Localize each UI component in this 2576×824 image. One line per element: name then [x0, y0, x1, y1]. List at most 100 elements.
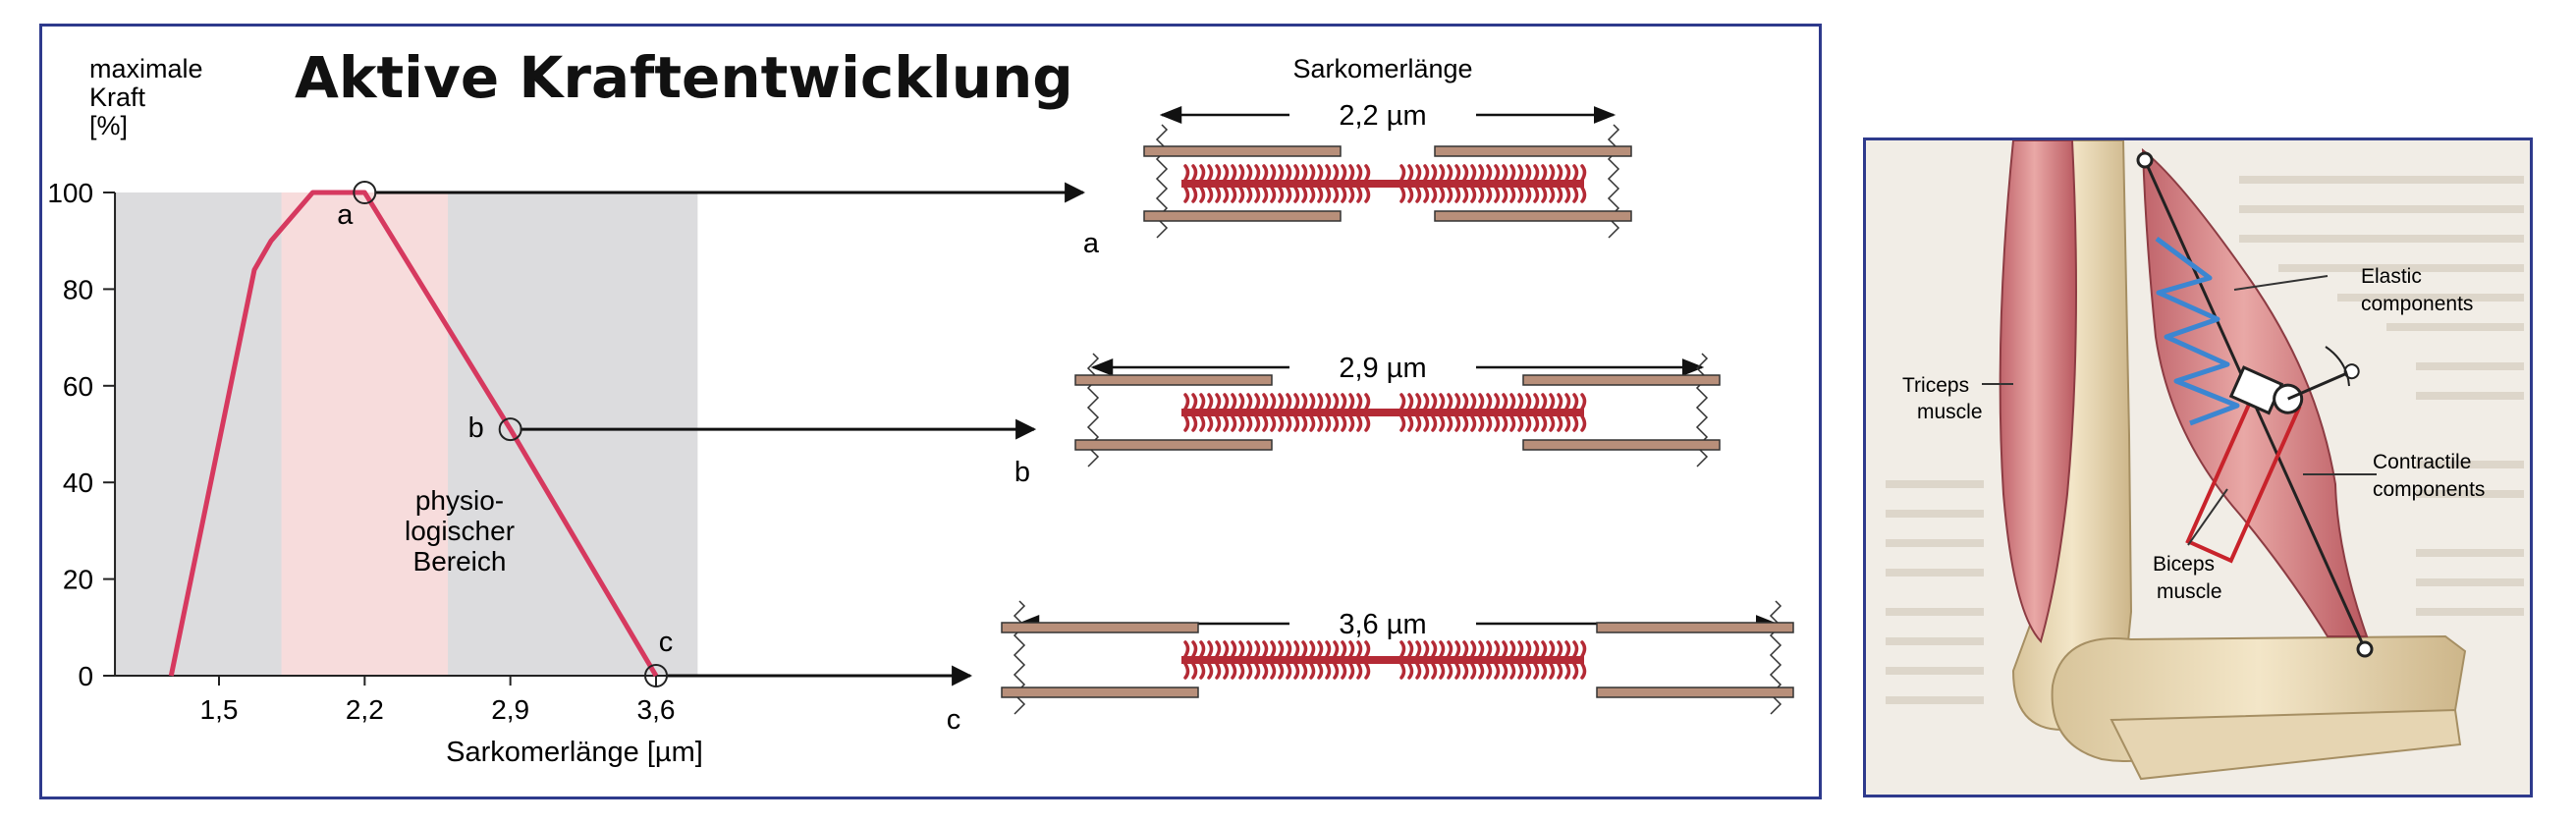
myosin-head: [1470, 640, 1477, 680]
myosin-head: [1183, 164, 1190, 203]
myosin-head: [1557, 640, 1563, 680]
pointer-arrows: [374, 182, 1086, 687]
myosin-head: [1183, 640, 1190, 680]
myosin-head: [1525, 164, 1532, 203]
myosin-head: [1325, 640, 1332, 680]
myosin-head: [1478, 640, 1485, 680]
myosin-head: [1509, 393, 1516, 432]
myosin-head: [1231, 164, 1237, 203]
myosin-head: [1549, 640, 1556, 680]
myosin-head: [1199, 164, 1206, 203]
myosin-head: [1348, 393, 1355, 432]
dimension-label: 2,2 µm: [1339, 100, 1426, 132]
myosin-head: [1364, 164, 1371, 203]
myosin-head: [1462, 164, 1469, 203]
thick-filament-core: [1181, 656, 1584, 664]
myosin-head: [1270, 640, 1277, 680]
myosin-head: [1262, 393, 1269, 432]
radius-bone: [2110, 708, 2462, 781]
myosin-head: [1399, 393, 1406, 432]
thin-filament: [1001, 622, 1199, 633]
chart-axes: [103, 192, 694, 686]
thin-filament: [1143, 210, 1342, 222]
myosin-head: [1223, 164, 1230, 203]
myosin-head: [1207, 640, 1214, 680]
myosin-head: [1580, 164, 1587, 203]
myosin-head: [1215, 640, 1222, 680]
myosin-head: [1415, 393, 1422, 432]
biceps-muscle-label: Biceps: [2153, 553, 2215, 576]
myosin-head: [1364, 393, 1371, 432]
myosin-head: [1447, 640, 1453, 680]
muscle-model-panel: Elastic components Contractile component…: [1863, 137, 2533, 797]
sarcomere-row: 2,9 µm b: [1014, 346, 1721, 488]
myosin-head: [1454, 393, 1461, 432]
myosin-head: [1423, 164, 1430, 203]
myosin-head: [1399, 164, 1406, 203]
myosin-head: [1246, 393, 1253, 432]
background-text-lines: [1886, 176, 2524, 704]
sarcomere-row-label: c: [947, 704, 961, 736]
myosin-head: [1341, 164, 1347, 203]
sarcomere-row: 2,2 µm a: [1083, 93, 1632, 259]
myosin-head: [1293, 393, 1300, 432]
contractile-element: [2185, 363, 2360, 564]
dimension-label: 2,9 µm: [1339, 353, 1426, 384]
myosin-head: [1509, 640, 1516, 680]
myosin-head: [1517, 640, 1524, 680]
sarcomere-rows: 2,2 µm a 2,9 µm b 3,6 µm c: [947, 93, 1794, 736]
thin-filament: [1596, 622, 1794, 633]
y-tick-label: 100: [47, 178, 93, 208]
dimension-label: 3,6 µm: [1339, 609, 1426, 640]
myosin-head: [1447, 164, 1453, 203]
myosin-head: [1348, 164, 1355, 203]
myosin-head: [1356, 164, 1363, 203]
force-curve: [168, 190, 659, 678]
myosin-head: [1533, 164, 1540, 203]
myosin-head: [1262, 640, 1269, 680]
myosin-head: [1415, 640, 1422, 680]
myosin-head: [1231, 640, 1237, 680]
elastic-components-label: components: [2361, 293, 2473, 315]
rotation-arrow: [2325, 346, 2350, 387]
myosin-head: [1541, 164, 1548, 203]
thin-filament: [1522, 374, 1721, 386]
y-axis-label-line: maximale: [89, 54, 203, 83]
label-leader: [2233, 275, 2329, 291]
myosin-head: [1191, 640, 1198, 680]
myosin-head: [1525, 640, 1532, 680]
myosin-head: [1356, 393, 1363, 432]
y-axis-label-line: [%]: [89, 111, 128, 140]
myosin-head: [1223, 393, 1230, 432]
physio-zone-label-line: physio-: [415, 485, 504, 516]
myosin-head: [1254, 393, 1261, 432]
myosin-head: [1183, 393, 1190, 432]
myosin-head: [1341, 640, 1347, 680]
myosin-head: [1454, 164, 1461, 203]
myosin-head: [1580, 640, 1587, 680]
myosin-head: [1447, 393, 1453, 432]
myosin-head: [1325, 393, 1332, 432]
myosin-head: [1431, 393, 1438, 432]
myosin-head: [1286, 393, 1292, 432]
myosin-head: [1557, 393, 1563, 432]
thin-filament: [1001, 687, 1199, 698]
myosin-head: [1423, 393, 1430, 432]
triceps-muscle: [1999, 140, 2077, 643]
marked-point-label: c: [659, 627, 674, 658]
myosin-head: [1478, 393, 1485, 432]
myosin-head: [1325, 164, 1332, 203]
insertion-pivot: [2356, 640, 2374, 658]
myosin-head: [1462, 393, 1469, 432]
myosin-head: [1454, 640, 1461, 680]
thin-filament: [1596, 687, 1794, 698]
sarcomere-row-label: b: [1014, 457, 1030, 488]
x-tick-label: 1,5: [200, 694, 239, 725]
myosin-head: [1470, 164, 1477, 203]
myosin-head: [1572, 640, 1579, 680]
myosin-head: [1333, 393, 1340, 432]
x-tick-label: 3,6: [637, 694, 676, 725]
sarcomere-header: Sarkomerlänge: [1292, 54, 1472, 83]
sarcomere-row-label: a: [1083, 228, 1100, 259]
myosin-head: [1309, 640, 1316, 680]
